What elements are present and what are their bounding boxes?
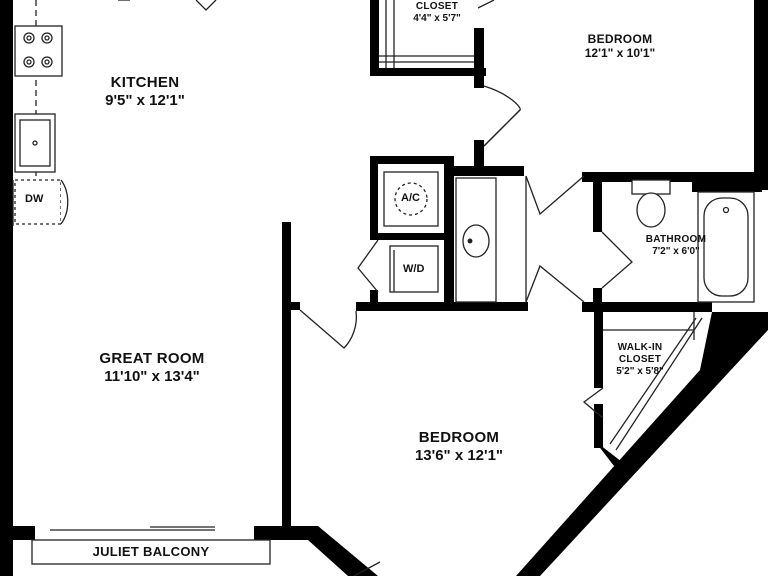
wall-right-upper: [754, 0, 768, 190]
wall-closet-right: [474, 28, 484, 88]
juliet-balcony-label: JULIET BALCONY: [40, 544, 262, 560]
room-dimensions: 9'5" x 12'1": [105, 92, 185, 109]
balcony-name: JULIET BALCONY: [92, 544, 210, 559]
wall-closet-left: [370, 0, 379, 76]
room-label-closet: CLOSET 4'4" x 5'7": [396, 1, 478, 25]
wall-divider-stub: [282, 302, 300, 310]
toilet-tank-icon: [631, 179, 671, 195]
kitchen-counter: [12, 0, 69, 226]
bath-fixtures: [631, 179, 755, 303]
room-label-great-room: GREAT ROOM 11'10" x 13'4": [72, 350, 232, 386]
room-dimensions: 4'4" x 5'7": [413, 13, 461, 24]
wall-mid-horizontal: [356, 302, 528, 311]
wall-mid-right: [582, 302, 712, 312]
room-label-kitchen: KITCHEN 9'5" x 12'1": [75, 74, 215, 110]
room-dimensions: 11'10" x 13'4": [104, 368, 200, 385]
wall-bath-left-b: [593, 288, 602, 308]
room-name: KITCHEN: [110, 74, 180, 91]
wall-utility-left-b: [370, 290, 378, 310]
ac-label: A/C: [401, 192, 420, 204]
room-name: GREAT ROOM: [99, 350, 205, 367]
wall-hall-top: [444, 166, 524, 176]
toilet-bowl-icon: [636, 192, 666, 228]
room-name: BATHROOM: [645, 234, 707, 245]
wall-bath-corner: [692, 172, 762, 192]
wall-bath-left-a: [593, 172, 602, 232]
room-name: CLOSET: [415, 1, 459, 12]
wall-bath-top: [582, 172, 768, 182]
thin-lines: [31, 0, 703, 576]
room-dimensions: 7'2" x 6'0": [652, 246, 700, 257]
wall-left-exterior: [0, 0, 13, 576]
room-label-walk-in-closet: WALK-IN CLOSET 5'2" x 5'8": [604, 342, 676, 378]
wd-label: W/D: [403, 263, 425, 275]
vanity-sink-icon: [462, 224, 490, 258]
wall-diagonal-exterior: [516, 312, 768, 576]
room-label-bathroom: BATHROOM 7'2" x 6'0": [630, 234, 722, 258]
kitchen-sink-icon: [14, 113, 56, 173]
wall-bay-lower: [290, 526, 378, 576]
utility-fixtures: [383, 171, 439, 293]
room-dimensions: 13'6" x 12'1": [414, 447, 504, 464]
wall-utility-mid: [370, 233, 452, 240]
dishwasher-icon: [14, 179, 69, 225]
washer-dryer-box: [389, 245, 439, 293]
dw-label: DW: [25, 193, 44, 205]
wall-utility-top: [370, 156, 452, 164]
wall-walkin-left-b: [594, 404, 603, 448]
wall-divider-vertical: [282, 222, 291, 540]
room-name-line1: WALK-IN: [617, 342, 663, 353]
wall-stub-upper: [474, 140, 484, 170]
room-dimensions: 12'1" x 10'1": [584, 46, 656, 61]
wall-closet-bottom: [370, 68, 486, 76]
wall-balcony-left: [13, 526, 35, 540]
wall-utility-right: [444, 156, 454, 310]
room-name: BEDROOM: [587, 32, 653, 46]
wall-walkin-left-a: [594, 310, 603, 388]
room-name: BEDROOM: [418, 429, 500, 446]
room-dimensions: 5'2" x 5'8": [616, 366, 664, 377]
ac-unit-icon: [394, 182, 428, 216]
wall-utility-left-a: [370, 156, 378, 236]
stove-icon: [14, 25, 63, 77]
room-label-bedroom-upper: BEDROOM 12'1" x 10'1": [550, 32, 690, 61]
wall-balcony-right: [254, 526, 290, 540]
wall-walkin-diagonal: [594, 440, 622, 466]
room-name-line2: CLOSET: [618, 354, 662, 365]
room-label-bedroom-lower: BEDROOM 13'6" x 12'1": [389, 429, 529, 465]
hall-vanity: [455, 177, 497, 303]
